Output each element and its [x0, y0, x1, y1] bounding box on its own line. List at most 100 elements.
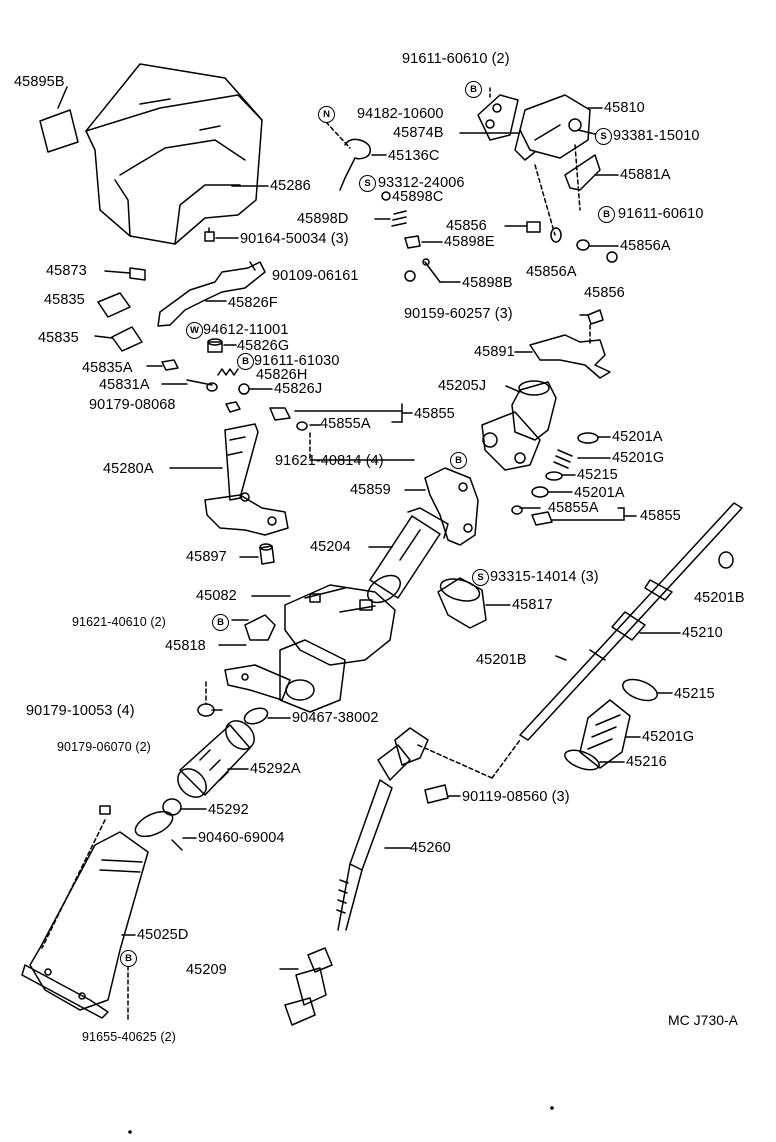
- shaft-45210: [519, 502, 743, 741]
- part-label-45855A-1: 45855A: [320, 416, 371, 432]
- part-label-45855-2: 45855: [640, 508, 681, 524]
- collar-90467: [243, 707, 269, 725]
- part-label-45204: 45204: [310, 539, 351, 555]
- badge-b: B: [598, 206, 615, 223]
- part-label-45855A-2: 45855A: [548, 500, 599, 516]
- rubber-45855-left: [269, 407, 308, 431]
- part-label-93315-14014: 93315-14014 (3): [490, 569, 599, 585]
- pin-45898E: [404, 235, 421, 249]
- screw-45856: [526, 221, 541, 233]
- bushing-45826G: [207, 338, 223, 353]
- part-label-45898B: 45898B: [462, 275, 513, 291]
- badge-b: B: [212, 614, 229, 631]
- bolt-45873: [104, 267, 146, 281]
- bracket-45280A: [204, 423, 289, 536]
- switch-45881A: [564, 154, 601, 191]
- part-label-45280A: 45280A: [103, 461, 154, 477]
- part-label-45831A: 45831A: [99, 377, 150, 393]
- part-label-45082: 45082: [196, 588, 237, 604]
- part-label-45818: 45818: [165, 638, 206, 654]
- bolt-45897: [259, 543, 275, 565]
- part-label-45210: 45210: [682, 625, 723, 641]
- column-cover-upper: [85, 63, 263, 245]
- part-label-45201A-2: 45201A: [574, 485, 625, 501]
- badge-s: S: [359, 175, 376, 192]
- part-label-45025D: 45025D: [137, 927, 189, 943]
- badge-s: S: [472, 569, 489, 586]
- rod-45898B: [422, 258, 441, 283]
- part-label-45215-1: 45215: [577, 467, 618, 483]
- part-label-90164-50034: 90164-50034 (3): [240, 231, 349, 247]
- part-label-45817: 45817: [512, 597, 553, 613]
- boot-45201G: [579, 699, 631, 769]
- part-label-90179-06070: 90179-06070 (2): [57, 740, 151, 754]
- part-label-91655-40625: 91655-40625 (2): [82, 1030, 176, 1044]
- clip-45201B-b: [555, 655, 567, 661]
- spring-45201A: [577, 432, 599, 444]
- ring-45215-b: [622, 678, 658, 702]
- part-label-45292: 45292: [208, 802, 249, 818]
- bracket-45874B: [477, 94, 519, 141]
- spring-45898D: [391, 210, 407, 227]
- part-label-90109-06161: 90109-06161: [272, 268, 359, 284]
- ring-45292: [162, 798, 182, 816]
- bolt-90159: [587, 309, 604, 325]
- badge-s: S: [595, 128, 612, 145]
- part-label-45856A-1: 45856A: [620, 238, 671, 254]
- badge-b: B: [120, 950, 137, 967]
- part-label-45826F: 45826F: [228, 295, 278, 311]
- lock-45810: [514, 94, 591, 161]
- sleeve-45292A: [177, 720, 255, 798]
- shaft-45260: [336, 727, 429, 931]
- part-label-93381-15010: 93381-15010: [613, 128, 700, 144]
- nut-45856A: [550, 227, 618, 263]
- part-label-45874B: 45874B: [393, 125, 444, 141]
- part-label-45855-1: 45855: [414, 406, 455, 422]
- part-label-45835-2: 45835: [38, 330, 79, 346]
- nut-90179-06070: [99, 805, 111, 815]
- part-label-45136C: 45136C: [388, 148, 440, 164]
- part-label-45856A-2: 45856A: [526, 264, 577, 280]
- screw-90109: [404, 270, 416, 282]
- pad-45835-1: [97, 292, 131, 318]
- ring-45201B: [718, 551, 734, 569]
- part-label-90179-08068: 90179-08068: [89, 397, 176, 413]
- part-label-45205J: 45205J: [438, 378, 487, 394]
- part-label-45898E: 45898E: [444, 234, 495, 250]
- screw-45898C: [381, 191, 391, 201]
- ring-45826J: [238, 383, 250, 395]
- boot-45025D: [21, 831, 149, 1019]
- part-label-94182-10600: 94182-10600: [357, 106, 444, 122]
- pad-45895B: [39, 109, 79, 153]
- part-label-45891: 45891: [474, 344, 515, 360]
- part-label-91621-40610: 91621-40610 (2): [72, 615, 166, 629]
- nut-45835A: [161, 359, 179, 371]
- rubber-45855-right: [511, 505, 553, 526]
- badge-b: B: [450, 452, 467, 469]
- clamp-90460: [134, 810, 183, 851]
- pin-45831A: [186, 379, 218, 392]
- ring-45201A: [531, 486, 549, 498]
- part-label-45826J: 45826J: [274, 381, 323, 397]
- part-label-90159-60257: 90159-60257 (3): [404, 306, 513, 322]
- part-label-90179-10053: 90179-10053 (4): [26, 703, 135, 719]
- part-label-90119-08560: 90119-08560 (3): [462, 789, 570, 805]
- part-label-45835A: 45835A: [82, 360, 133, 376]
- badge-w: W: [186, 322, 203, 339]
- part-label-45856-1: 45856: [446, 218, 487, 234]
- part-label-45201G-1: 45201G: [612, 450, 665, 466]
- part-label-90460-69004: 90460-69004: [198, 830, 285, 846]
- bracket-45891: [529, 334, 611, 379]
- spring-45826H: [217, 368, 239, 376]
- spring-45201G: [553, 449, 573, 469]
- part-label-45215-2: 45215: [674, 686, 715, 702]
- screw-90164: [204, 227, 215, 242]
- pad-45835-2: [111, 326, 143, 352]
- part-label-45856-2: 45856: [584, 285, 625, 301]
- nut-90179-08068: [225, 401, 241, 413]
- part-label-45201A-1: 45201A: [612, 429, 663, 445]
- part-label-45260: 45260: [410, 840, 451, 856]
- part-label-45897: 45897: [186, 549, 227, 565]
